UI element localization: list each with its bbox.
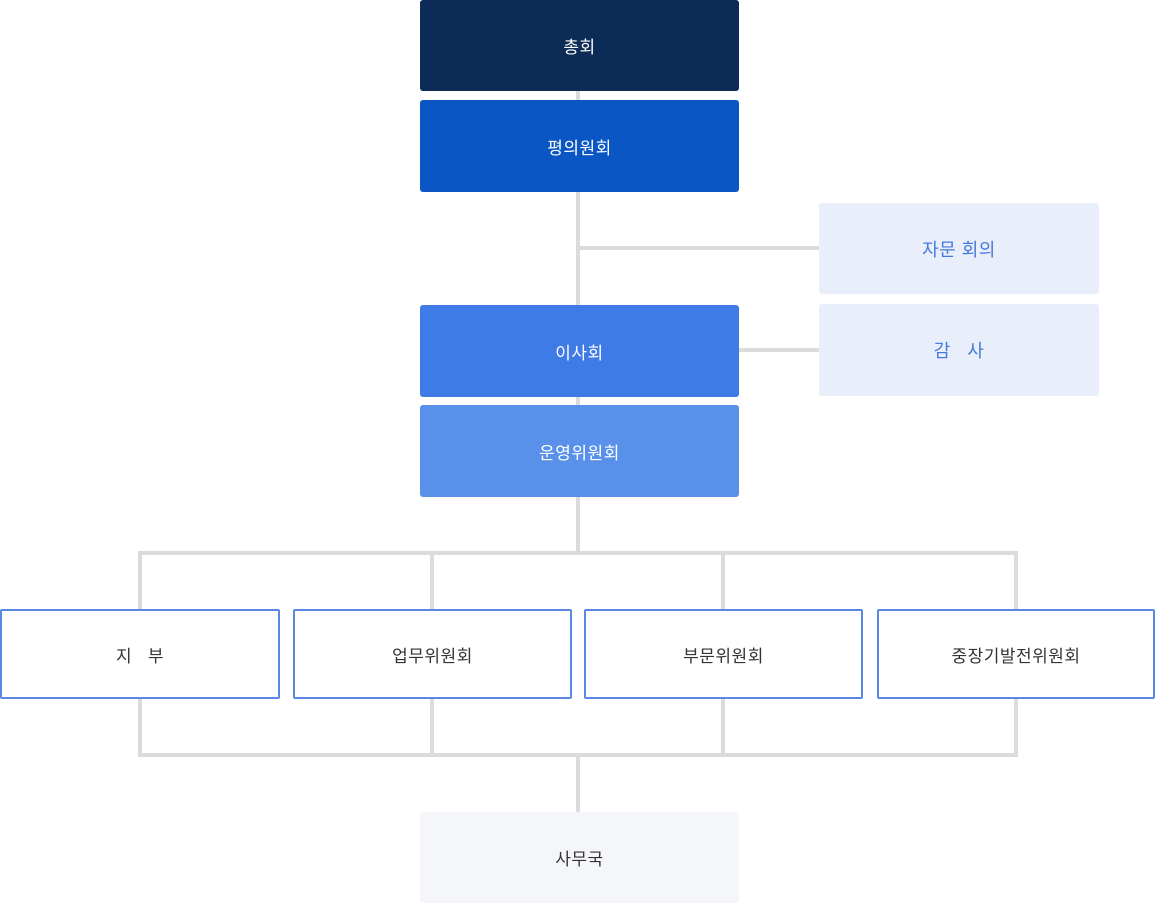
node-advisory-meeting: 자문 회의 [819, 203, 1099, 294]
connector-board-steering [576, 396, 580, 407]
node-longterm-dev-committee: 중장기발전위원회 [877, 609, 1155, 699]
connector-bus-secretariat [576, 755, 580, 813]
connector-steering-bus [576, 497, 580, 553]
node-work-committee: 업무위원회 [293, 609, 572, 699]
node-auditor: 감 사 [819, 304, 1099, 396]
connector-board-audit [739, 348, 819, 352]
connector-council-advisory [578, 246, 819, 250]
connector-drop-division [721, 553, 725, 611]
connector-rise-division [721, 698, 725, 755]
connector-assembly-council [576, 89, 580, 102]
connector-drop-branch [138, 553, 142, 611]
node-branches: 지 부 [0, 609, 280, 699]
connector-rise-branch [138, 698, 142, 755]
connector-drop-longterm [1014, 553, 1018, 611]
node-steering-committee: 운영위원회 [420, 405, 739, 497]
connector-drop-work [430, 553, 434, 611]
node-board-of-directors: 이사회 [420, 305, 739, 397]
node-general-assembly: 총회 [420, 0, 739, 91]
node-council-of-trustees: 평의원회 [420, 100, 739, 192]
connector-rise-work [430, 698, 434, 755]
node-division-committee: 부문위원회 [584, 609, 863, 699]
node-secretariat: 사무국 [420, 812, 739, 903]
connector-bus-top [138, 551, 1018, 555]
connector-rise-longterm [1014, 698, 1018, 755]
